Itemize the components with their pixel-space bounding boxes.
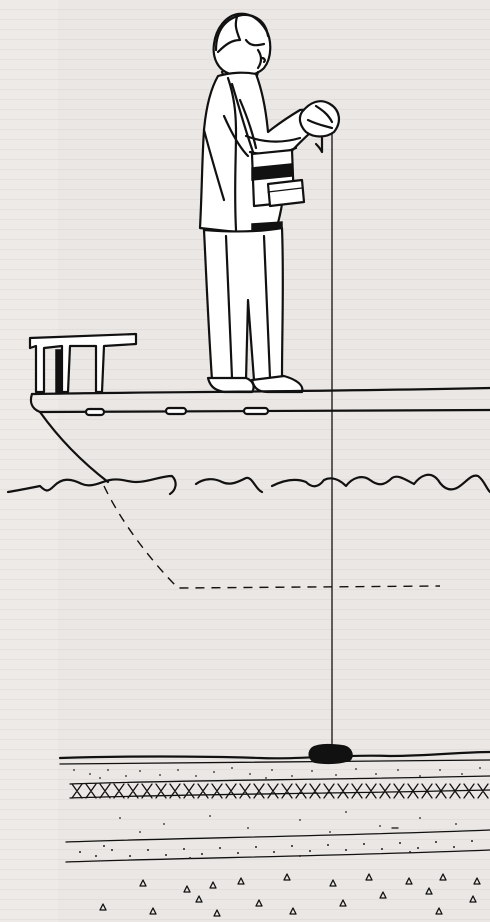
porthole-1	[86, 409, 104, 415]
seabed-surface	[60, 752, 490, 758]
porthole-2	[166, 408, 186, 414]
boat-railing	[30, 334, 136, 392]
person-trousers	[204, 228, 283, 380]
gravel-layer	[100, 874, 480, 916]
person-shoe-left	[208, 378, 254, 392]
sounding-weight	[309, 745, 352, 764]
porthole-3	[244, 408, 268, 414]
seabed	[60, 752, 490, 916]
boat-hull-underwater	[104, 486, 440, 588]
person	[200, 14, 339, 392]
boat-hull-bow	[40, 412, 108, 482]
water-surface	[8, 475, 490, 494]
echo-sounder-box	[252, 150, 304, 206]
person-hand	[300, 101, 339, 136]
person-shoe-right	[252, 376, 302, 392]
sounding-line	[309, 134, 352, 763]
